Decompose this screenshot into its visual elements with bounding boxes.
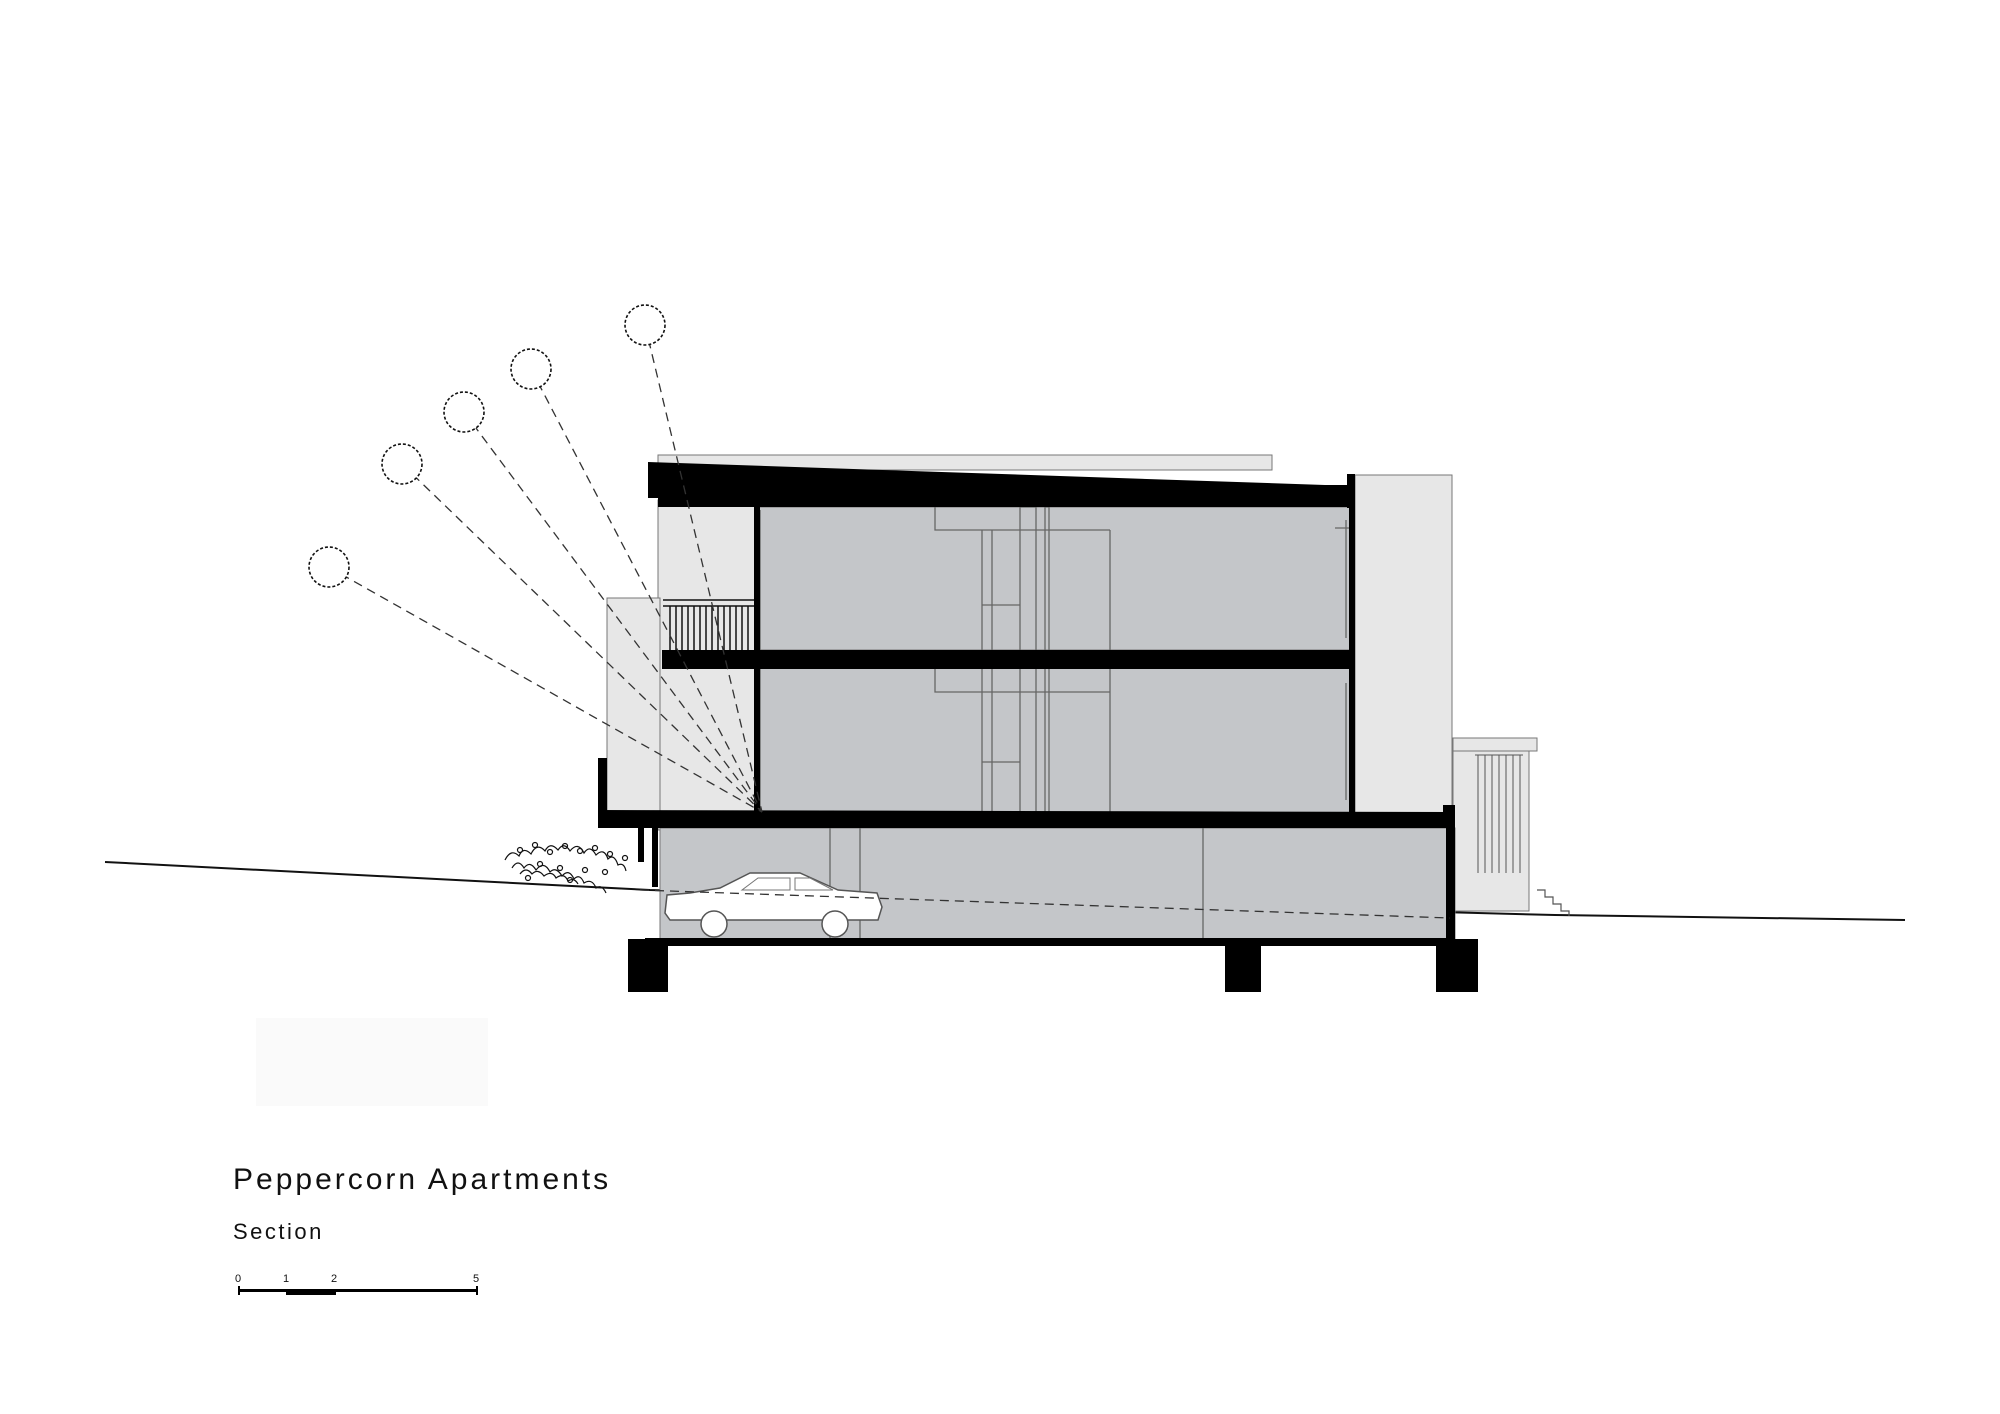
sun-icon (308, 546, 350, 588)
sun-icon (624, 304, 666, 346)
footing-middle (1225, 939, 1261, 992)
structure-cut (598, 462, 1478, 992)
sun-icon (381, 443, 423, 485)
footing-left (628, 939, 668, 992)
sun-icon (510, 348, 552, 390)
watermark-area (256, 1018, 488, 1106)
sun-rays (340, 324, 1451, 919)
scale-bar (238, 1286, 478, 1295)
scale-label-2: 2 (331, 1273, 338, 1285)
roof-slab (648, 462, 1353, 507)
scale-label-0: 0 (235, 1273, 242, 1285)
scale-label-5: 5 (473, 1273, 480, 1285)
ground-floor-slab (598, 810, 1450, 828)
sun-symbols (308, 304, 666, 588)
balcony-balustrade (663, 599, 758, 650)
sun-icon (443, 391, 485, 433)
car-icon (664, 872, 883, 938)
drawing-title: Peppercorn Apartments (233, 1163, 612, 1196)
interior-spaces (659, 506, 1456, 941)
footing-right (1436, 939, 1478, 992)
shrub-icon (504, 841, 629, 894)
scale-label-1: 1 (283, 1273, 290, 1285)
drawing-subtitle: Section (233, 1219, 324, 1244)
neighbour-building (1452, 737, 1570, 916)
